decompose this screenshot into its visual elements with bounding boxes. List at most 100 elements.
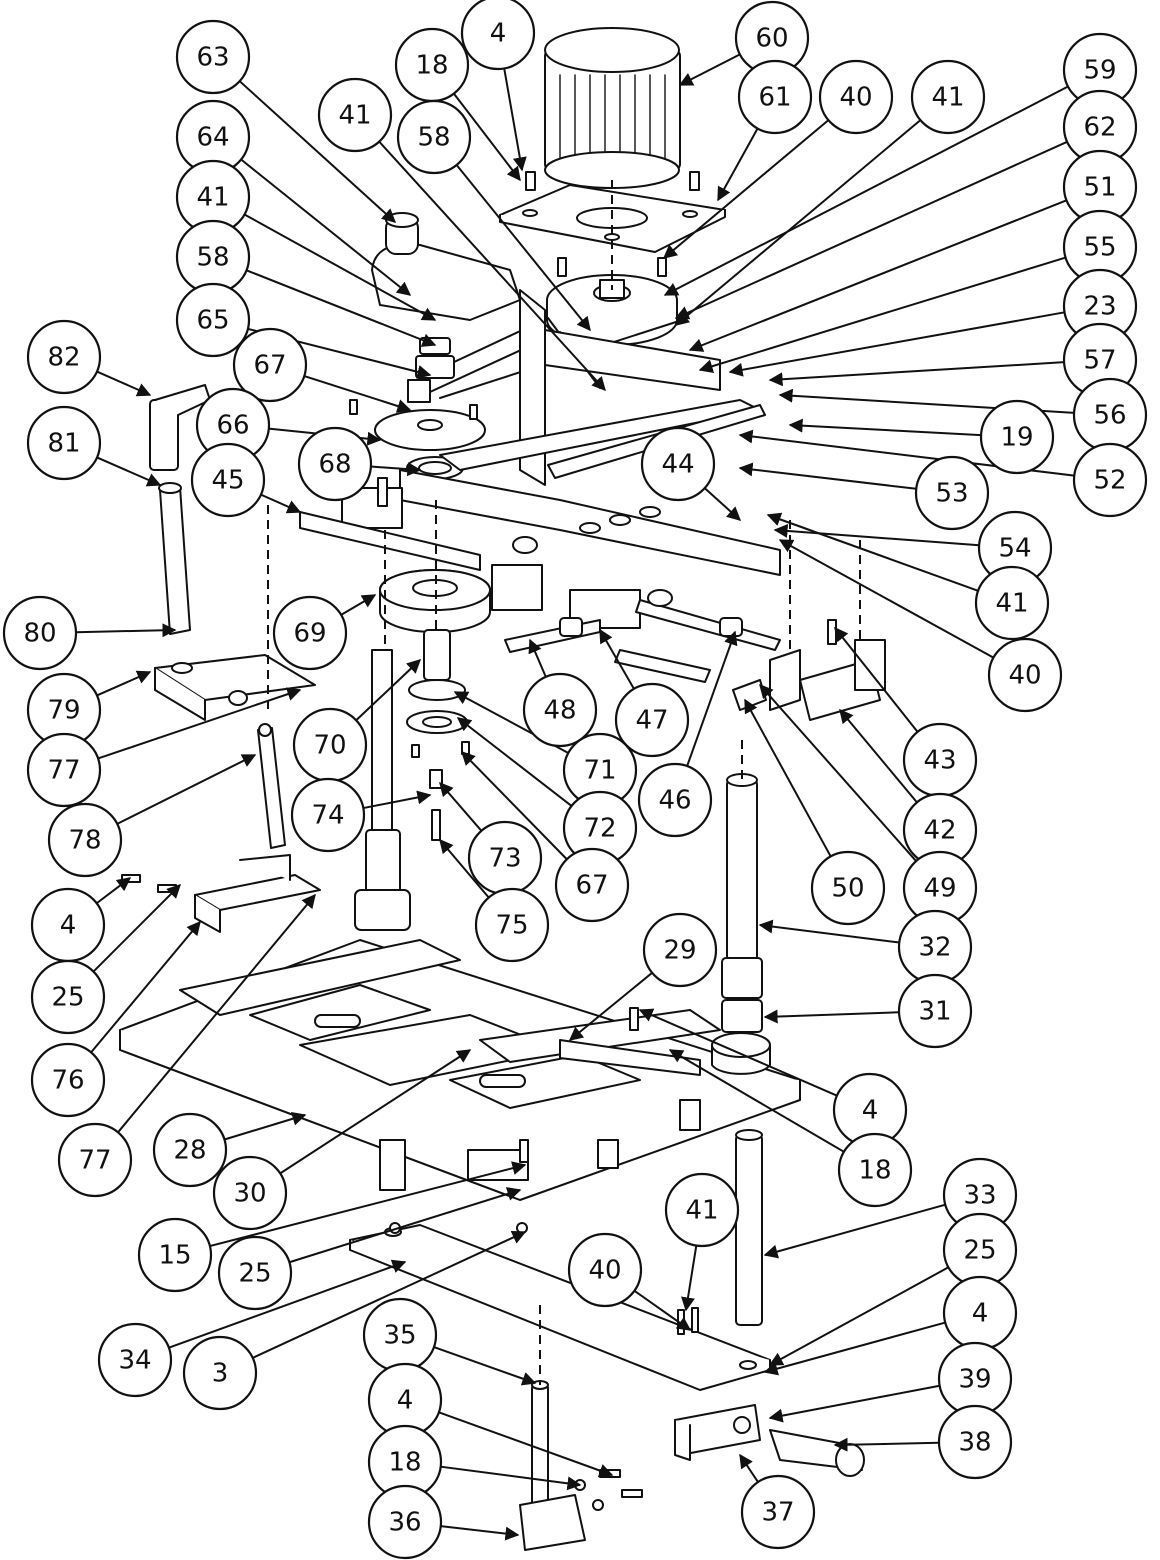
callout-circle	[979, 399, 1055, 475]
callout-bubble-4: 4	[30, 887, 106, 963]
callout-number: 79	[47, 696, 80, 726]
callout-bubble-41: 41	[175, 159, 251, 235]
leader-line-79	[96, 670, 152, 697]
leader-line-46	[686, 630, 738, 767]
callout-number: 40	[1008, 661, 1041, 691]
handle-part-81	[149, 384, 211, 635]
callout-number: 25	[51, 983, 84, 1013]
callout-number: 51	[1083, 173, 1116, 203]
bolts-motor	[525, 171, 700, 277]
callout-number: 4	[397, 1386, 414, 1416]
callout-bubble-55: 55	[1062, 209, 1138, 285]
leader-line-50	[744, 698, 832, 857]
leader-line-34	[168, 1259, 407, 1349]
leader-line-82	[96, 370, 152, 397]
callout-number: 41	[685, 1196, 718, 1226]
callout-circle	[937, 1404, 1013, 1480]
callout-number: 48	[543, 696, 576, 726]
callout-circle	[642, 912, 718, 988]
leader-line-76	[90, 920, 201, 1054]
callout-bubble-43: 43	[902, 722, 978, 798]
callout-circle	[2, 595, 78, 671]
leader-line-40	[633, 1289, 692, 1331]
callout-number: 37	[761, 1498, 794, 1528]
leader-line-40	[778, 539, 994, 659]
callout-bubble-15: 15	[137, 1217, 213, 1293]
callout-bubble-78: 78	[47, 802, 123, 878]
callout-bubble-82: 82	[26, 319, 102, 395]
callout-number: 18	[388, 1448, 421, 1478]
callout-number: 60	[755, 24, 788, 54]
callout-circle	[897, 973, 973, 1049]
callout-number: 4	[862, 1096, 879, 1126]
leader-line-4	[438, 1411, 614, 1478]
callout-bubble-18: 18	[394, 27, 470, 103]
leader-line-37	[739, 1453, 759, 1483]
callout-bubble-62: 62	[1062, 89, 1138, 165]
callout-bubble-37: 37	[740, 1474, 816, 1550]
callout-bubble-29: 29	[642, 912, 718, 988]
callout-circle	[26, 319, 102, 395]
callout-number: 15	[158, 1241, 191, 1271]
callout-number: 67	[253, 351, 286, 381]
callout-bubble-23: 23	[1062, 268, 1138, 344]
leader-line-53	[738, 462, 917, 490]
callout-number: 63	[196, 43, 229, 73]
leader-line-4	[96, 877, 132, 905]
leader-line-36	[440, 1525, 520, 1541]
callout-number: 25	[963, 1236, 996, 1266]
callout-number: 40	[839, 83, 872, 113]
callout-number: 80	[23, 619, 56, 649]
callout-circle	[97, 1322, 173, 1398]
callout-number: 54	[998, 534, 1031, 564]
callout-bubble-36: 36	[367, 1484, 443, 1560]
callout-number: 71	[583, 756, 616, 786]
callout-number: 28	[173, 1136, 206, 1166]
callout-circle	[460, 0, 536, 71]
callout-number: 30	[233, 1179, 266, 1209]
leader-line-81	[96, 456, 162, 487]
callout-circle	[297, 426, 373, 502]
leader-line-35	[433, 1346, 537, 1386]
callout-bubble-41: 41	[664, 1172, 740, 1248]
callout-circle	[190, 442, 266, 518]
leader-line-78	[116, 754, 257, 825]
leader-line-73	[439, 781, 483, 832]
callout-number: 3	[212, 1359, 229, 1389]
callout-circle	[212, 1155, 288, 1231]
callout-bubble-25: 25	[942, 1212, 1018, 1288]
leader-line-40	[662, 119, 830, 259]
callout-circle	[554, 847, 630, 923]
callout-bubble-51: 51	[1062, 149, 1138, 225]
callout-number: 35	[383, 1321, 416, 1351]
callout-number: 47	[635, 706, 668, 736]
callout-number: 76	[51, 1066, 84, 1096]
leader-line-70	[355, 659, 422, 722]
callout-bubble-68: 68	[297, 426, 373, 502]
callout-circle	[217, 1235, 293, 1311]
callout-circle	[317, 77, 393, 153]
callout-circle	[910, 59, 986, 135]
callout-bubble-63: 63	[175, 19, 251, 95]
callout-circle	[818, 59, 894, 135]
callout-number: 53	[935, 479, 968, 509]
callout-bubble-65: 65	[175, 282, 251, 358]
leader-line-23	[728, 311, 1065, 377]
callout-bubble-48: 48	[522, 672, 598, 748]
callout-bubble-58: 58	[396, 99, 472, 175]
leader-line-48	[528, 638, 547, 678]
leader-line-28	[224, 1111, 307, 1141]
callout-circle	[637, 762, 713, 838]
callout-number: 58	[417, 123, 450, 153]
callout-number: 64	[196, 123, 229, 153]
leader-line-31	[763, 1009, 900, 1024]
leader-line-75	[439, 838, 490, 899]
callout-circle	[30, 959, 106, 1035]
callout-number: 4	[972, 1299, 989, 1329]
callout-bubble-54: 54	[977, 510, 1053, 586]
callout-number: 58	[196, 243, 229, 273]
leader-line-59	[663, 85, 1069, 296]
leader-line-25	[289, 1187, 522, 1264]
post-part-35	[519, 1380, 586, 1551]
callout-bubble-76: 76	[30, 1042, 106, 1118]
